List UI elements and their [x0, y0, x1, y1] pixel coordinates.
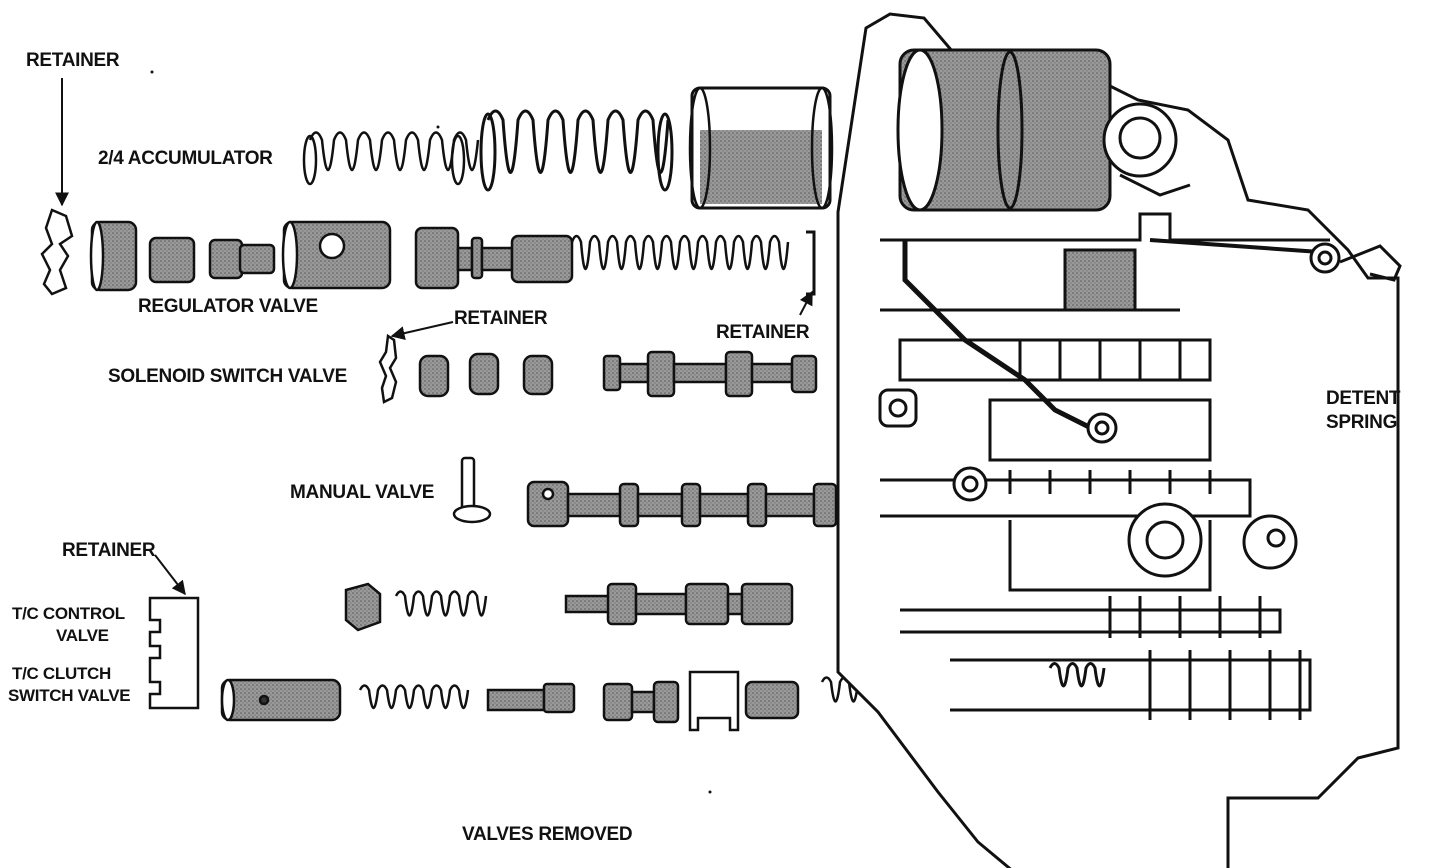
tc-control-valve-parts [344, 582, 794, 632]
accumulator-piston [688, 86, 834, 210]
label-tc-control-line2: VALVE [56, 626, 109, 645]
label-retainer-mid: RETAINER [454, 308, 548, 329]
label-manual-valve: MANUAL VALVE [290, 482, 435, 503]
solenoid-switch-valve-parts [418, 350, 818, 398]
regulator-spring [570, 230, 816, 296]
accumulator-spring-small [302, 131, 480, 186]
label-retainer-right: RETAINER [716, 322, 810, 343]
label-tc-clutch-line1: T/C CLUTCH [12, 664, 111, 683]
label-solenoid-switch-valve: SOLENOID SWITCH VALVE [108, 366, 347, 387]
leader-retainer-mid [390, 321, 454, 341]
caption-valves-removed: VALVES REMOVED [462, 824, 633, 845]
leader-retainer-lower [154, 554, 186, 596]
valve-body-assembly [836, 12, 1402, 868]
label-detent-line2: SPRING [1326, 412, 1398, 433]
retainer-clip-top [40, 208, 74, 296]
regulator-valve-parts [89, 220, 392, 292]
tc-clutch-switch-valve-parts [220, 670, 932, 732]
label-tc-control-line1: T/C CONTROL [12, 604, 125, 623]
label-retainer-top: RETAINER [26, 50, 120, 71]
label-detent-line1: DETENT [1326, 388, 1401, 409]
label-tc-clutch-line2: SWITCH VALVE [8, 686, 131, 705]
manual-valve-spool [526, 480, 838, 528]
leader-retainer-right [799, 290, 813, 316]
accumulator-spring-large [479, 109, 674, 192]
regulator-valve-spool [414, 226, 574, 290]
label-retainer-lower: RETAINER [62, 540, 156, 561]
manual-valve-pin [452, 456, 492, 524]
label-regulator-valve: REGULATOR VALVE [138, 296, 318, 317]
label-2-4-accumulator: 2/4 ACCUMULATOR [98, 148, 273, 169]
retainer-clip-mid [378, 333, 398, 404]
tc-retainer-block [148, 596, 200, 710]
